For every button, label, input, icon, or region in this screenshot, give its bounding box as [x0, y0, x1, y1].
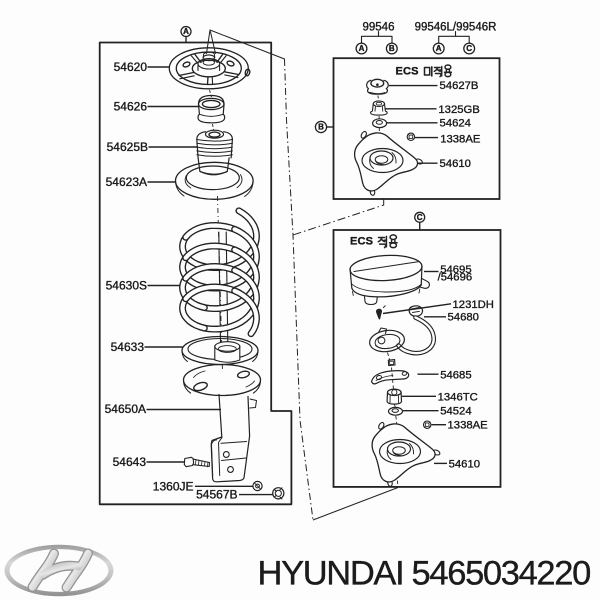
svg-text:A: A — [359, 44, 365, 53]
svg-text:1325GB: 1325GB — [438, 104, 479, 116]
svg-text:B: B — [318, 123, 324, 132]
svg-text:B: B — [389, 44, 395, 53]
svg-text:HYUNDAI 5465034220: HYUNDAI 5465034220 — [258, 555, 591, 593]
svg-text:/54696: /54696 — [438, 271, 473, 283]
svg-text:54685: 54685 — [440, 369, 471, 381]
svg-text:C: C — [466, 44, 472, 53]
svg-text:1231DH: 1231DH — [453, 299, 494, 311]
svg-text:54625B: 54625B — [107, 140, 148, 154]
svg-text:A: A — [436, 44, 442, 53]
svg-text:54643: 54643 — [113, 455, 147, 469]
svg-text:1338AE: 1338AE — [448, 420, 489, 432]
svg-text:54626: 54626 — [114, 100, 148, 114]
svg-text:54630S: 54630S — [106, 279, 147, 293]
svg-text:54623A: 54623A — [106, 175, 147, 189]
svg-text:54524: 54524 — [440, 406, 471, 418]
svg-text:1338AE: 1338AE — [440, 133, 481, 145]
svg-text:54633: 54633 — [111, 340, 145, 354]
svg-text:1360JE: 1360JE — [153, 480, 194, 494]
svg-text:54650A: 54650A — [105, 402, 146, 416]
svg-text:A: A — [183, 27, 189, 36]
svg-text:99546: 99546 — [363, 22, 395, 34]
svg-text:54627B: 54627B — [440, 80, 479, 92]
svg-text:54695: 54695 — [440, 264, 471, 276]
svg-text:54567B: 54567B — [196, 488, 237, 502]
svg-text:ECS: ECS — [396, 66, 419, 78]
svg-text:54680: 54680 — [448, 312, 479, 324]
svg-text:C: C — [417, 213, 423, 222]
svg-text:99546L/99546R: 99546L/99546R — [415, 22, 497, 34]
svg-text:ECS: ECS — [350, 236, 373, 248]
svg-text:54610: 54610 — [449, 458, 480, 470]
svg-text:54624: 54624 — [440, 118, 471, 130]
svg-text:54620: 54620 — [114, 60, 148, 74]
svg-text:1346TC: 1346TC — [438, 391, 478, 403]
svg-text:54610: 54610 — [440, 158, 471, 170]
